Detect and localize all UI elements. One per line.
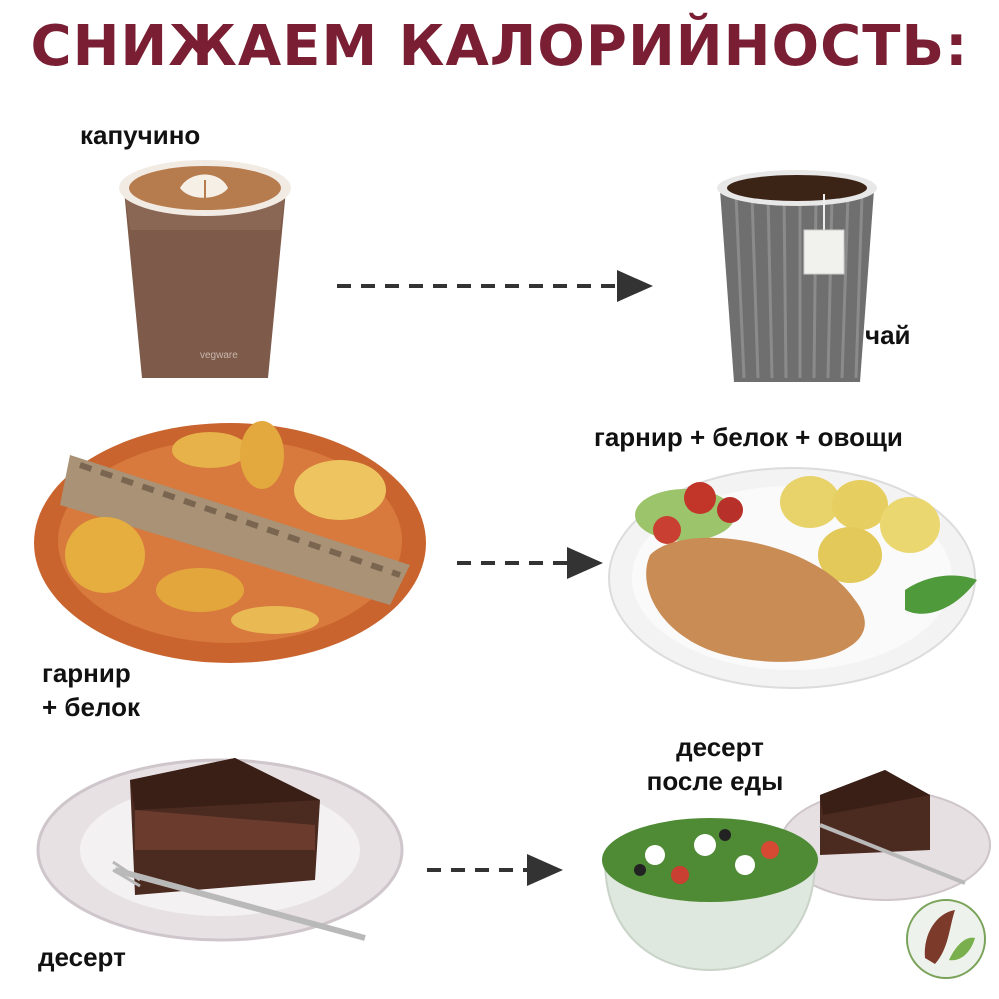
arrow-row-2 (457, 547, 603, 579)
chicken-potatoes-vegetables-image (608, 467, 977, 689)
arrow-row-1 (337, 270, 653, 302)
label-side-protein-veg: гарнир + белок + овощи (594, 422, 903, 452)
fish-with-potatoes-image (34, 421, 426, 663)
page-title: СНИЖАЕМ КАЛОРИЙНОСТЬ: (30, 14, 969, 79)
label-cappuccino: капучино (80, 120, 201, 150)
salad-bowl-and-cake-image (602, 770, 991, 972)
tea-cup-image (717, 170, 877, 382)
arrow-row-3 (427, 854, 563, 886)
chocolate-cake-slice-image (36, 758, 404, 942)
label-dessert-after-line1: десерт (676, 732, 764, 762)
label-tea: чай (865, 320, 911, 350)
label-side-protein-line1: гарнир (42, 658, 131, 688)
label-side-protein-line2: + белок (42, 692, 140, 722)
round-leaf-logo (906, 899, 986, 979)
label-dessert-after-line2: после еды (646, 766, 784, 796)
label-dessert: десерт (38, 942, 126, 972)
cappuccino-cup-image: vegware (119, 160, 291, 378)
svg-text:vegware: vegware (200, 350, 238, 361)
